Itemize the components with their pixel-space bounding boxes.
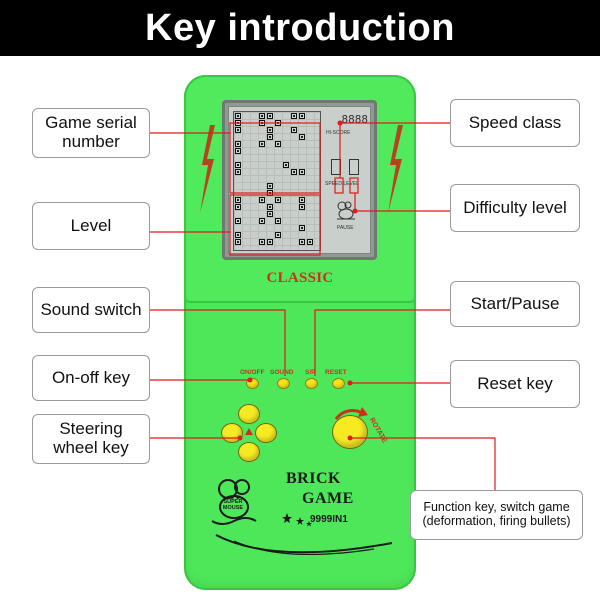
playfield-grid [233,111,321,251]
brick-game-device: 8888 HI-SCORE SPEED LEVEL PAUSE CLASSIC [184,75,416,590]
callout-game-serial-number: Game serial number [32,108,150,158]
stars-icon [282,513,312,527]
page-title: Key introduction [0,0,600,56]
sp-label: S/P [305,369,316,376]
playfield-pixel [275,232,281,238]
mascot-label-bottom: MOUSE [222,504,244,511]
score-digits: 8888 [341,113,369,126]
super-mouse-mascot-icon [211,479,257,525]
callout-steering-wheel-key: Steering wheel key [32,414,150,464]
playfield-pixel [299,197,305,203]
playfield-pixel [259,197,265,203]
reset-button[interactable] [332,378,345,389]
playfield-pixel [235,239,241,245]
on-off-label: ON/OFF [240,369,265,376]
playfield-pixel [235,232,241,238]
playfield-pixel [259,141,265,147]
playfield-pixel [275,120,281,126]
model-label: CLASSIC [266,270,334,286]
playfield-pixel [267,190,273,196]
brand-line-9999in1: 9999IN1 [310,514,348,525]
dpad-right-button[interactable] [255,423,277,443]
playfield-pixel [267,134,273,140]
mascot-label: SUPER MOUSE [216,499,250,511]
playfield-pixel [235,169,241,175]
lightning-bolt-icon-right [388,125,403,213]
dpad-down-button[interactable] [238,442,260,462]
playfield-pixel [259,113,265,119]
playfield-pixel [291,169,297,175]
playfield-pixel [267,204,273,210]
dpad-up-button[interactable] [238,404,260,424]
playfield-pixel [267,113,273,119]
playfield-pixel [235,162,241,168]
screen-bezel: 8888 HI-SCORE SPEED LEVEL PAUSE [222,100,377,260]
dpad-left-button[interactable] [221,423,243,443]
callout-speed-class: Speed class [450,99,580,147]
playfield-pixel [299,113,305,119]
callout-start-pause: Start/Pause [450,281,580,327]
device-upper-panel: 8888 HI-SCORE SPEED LEVEL PAUSE CLASSIC [184,75,416,303]
sound-button[interactable] [277,378,290,389]
playfield-pixel [291,127,297,133]
pause-label: PAUSE [337,225,354,231]
callout-on-off-key: On-off key [32,355,150,401]
playfield-pixel [235,204,241,210]
mascot-label-top: SUPER [223,499,243,505]
playfield-pixel [235,197,241,203]
start-pause-button[interactable] [305,378,318,389]
playfield-pixel [299,225,305,231]
playfield-pixel [275,218,281,224]
playfield-pixel [283,162,289,168]
swoosh-decoration [215,534,393,556]
level-indicator [349,159,359,175]
playfield-pixel [235,148,241,154]
brand-line-brick: BRICK [286,470,341,487]
playfield-pixel [259,120,265,126]
callout-reset-key: Reset key [450,360,580,408]
on-off-button[interactable] [246,378,259,389]
reset-label: RESET [325,369,347,376]
playfield-pixel [259,239,265,245]
lightning-bolt-icon-left [200,125,215,213]
playfield-pixel [235,120,241,126]
playfield-pixel [235,113,241,119]
callout-sound-switch: Sound switch [32,287,150,333]
playfield-pixel [267,211,273,217]
rotate-button[interactable] [332,415,368,449]
playfield-pixel [299,134,305,140]
brand-line-game: GAME [302,490,354,507]
callout-difficulty-level: Difficulty level [450,184,580,232]
hiscore-label: HI-SCORE [326,130,351,136]
playfield-pixel [267,183,273,189]
playfield-pixel [235,141,241,147]
sound-label: SOUND [270,369,294,376]
callout-function-key: Function key, switch game (deformation, … [410,490,583,540]
playfield-pixel [299,169,305,175]
dpad-center-icon [245,428,253,435]
lcd-screen: 8888 HI-SCORE SPEED LEVEL PAUSE [228,106,371,254]
screen-hud: 8888 HI-SCORE SPEED LEVEL PAUSE [325,111,369,251]
playfield-pixel [235,218,241,224]
playfield-pixel [267,239,273,245]
playfield-pixel [299,239,305,245]
playfield-pixel [267,127,273,133]
playfield-pixel [235,127,241,133]
playfield-pixel [275,141,281,147]
playfield-pixel [275,197,281,203]
speed-level-label: SPEED LEVEL [325,181,359,187]
rotate-arrow-icon [334,407,368,420]
playfield-pixel [291,113,297,119]
mouse-icon [337,201,355,220]
callout-level: Level [32,202,150,250]
playfield-pixel [307,239,313,245]
playfield-pixel [299,204,305,210]
speed-indicator [331,159,341,175]
playfield-pixel [259,218,265,224]
